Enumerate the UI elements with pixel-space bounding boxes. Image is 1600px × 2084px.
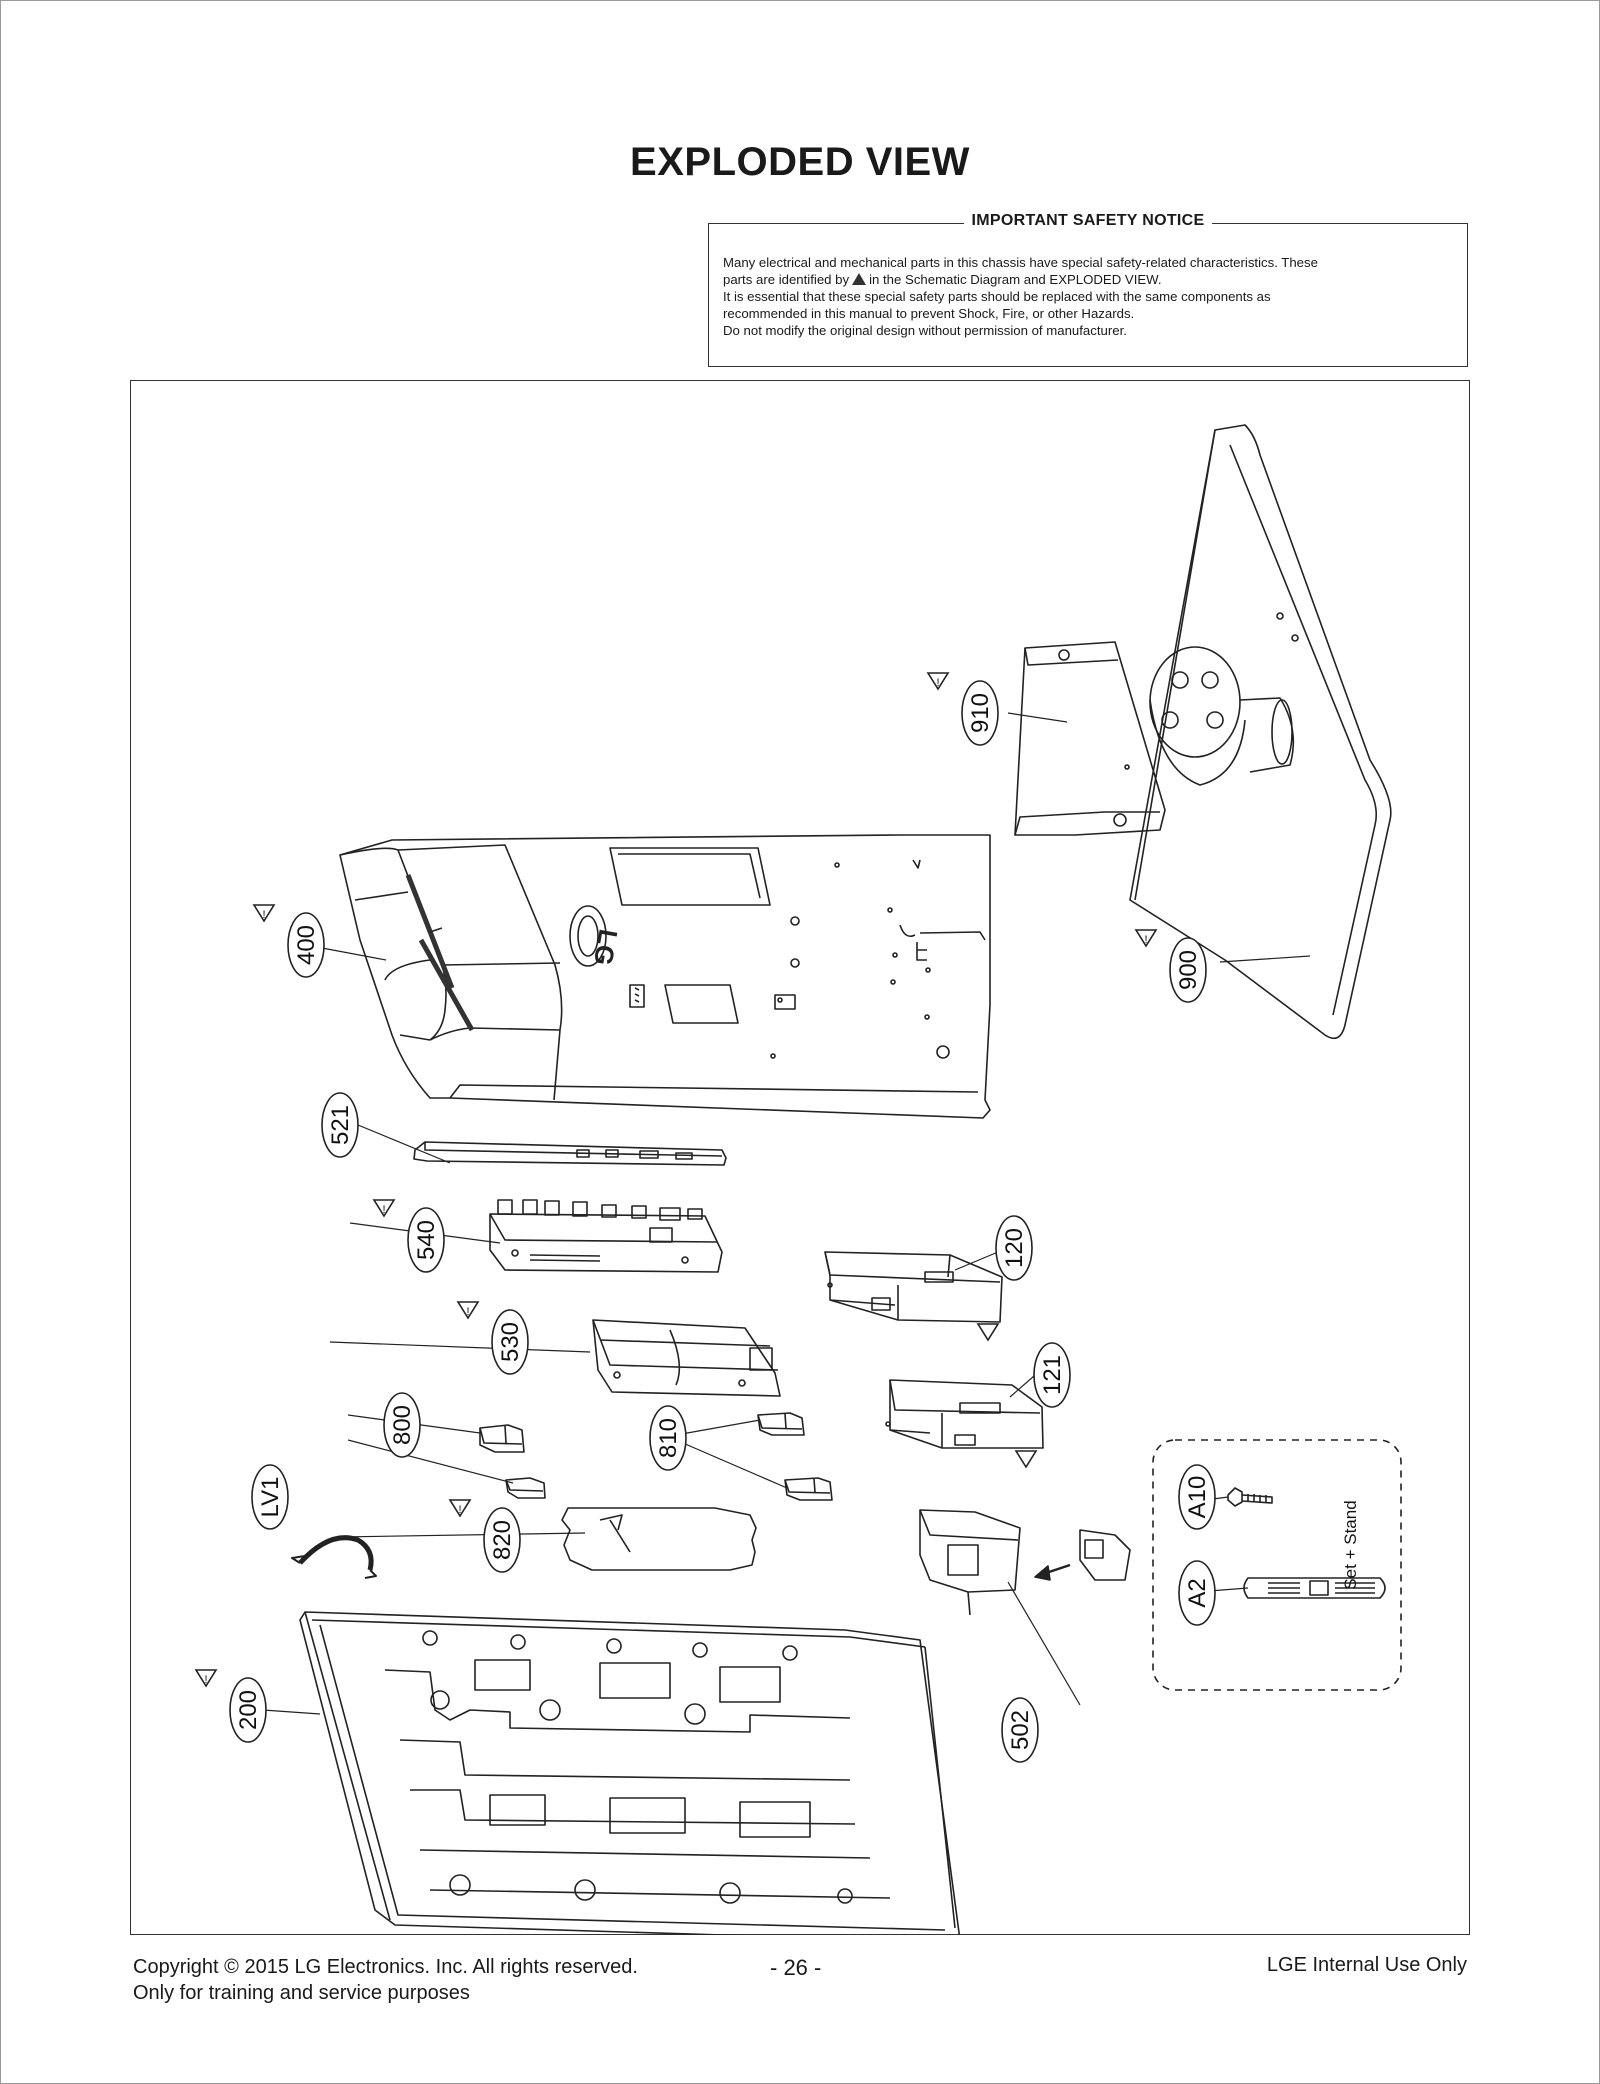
callout-200: 200 !	[194, 1669, 267, 1743]
page-title: EXPLODED VIEW	[630, 140, 970, 184]
callout-120-label: 120	[1001, 1228, 1028, 1268]
callout-lv1: LV1	[251, 1464, 289, 1530]
callout-502-label: 502	[1007, 1710, 1034, 1750]
remote-control-part	[1243, 1577, 1386, 1599]
safety-notice-heading-text: IMPORTANT SAFETY NOTICE	[963, 212, 1213, 229]
svg-text:!: !	[262, 909, 265, 921]
callout-910: 910 !	[926, 672, 999, 746]
callout-120: 120	[976, 1215, 1033, 1342]
callout-530: 530 !	[456, 1301, 529, 1375]
callout-lv1-label: LV1	[257, 1477, 284, 1518]
callout-521-label: 521	[327, 1105, 354, 1145]
callout-400: 400 !	[252, 904, 325, 978]
svg-text:!: !	[382, 1204, 385, 1216]
safety-notice: IMPORTANT SAFETY NOTICE Many electrical …	[708, 212, 1468, 367]
notice-line-1: Many electrical and mechanical parts in …	[723, 255, 1318, 270]
svg-text:!: !	[204, 1674, 207, 1686]
callout-900-label: 900	[1175, 950, 1202, 990]
av-jack-part	[919, 1509, 1131, 1616]
callout-810-label: 810	[655, 1418, 682, 1458]
power-board-part	[592, 1319, 781, 1397]
footer-internal-use: LGE Internal Use Only	[1266, 1954, 1467, 1976]
callout-121: 121	[1014, 1342, 1071, 1469]
stand-body-part	[1014, 641, 1295, 836]
callout-540-label: 540	[413, 1220, 440, 1260]
notice-line-2: parts are identified by in the Schematic …	[723, 271, 1453, 288]
callout-a2-label: A2	[1184, 1578, 1211, 1607]
notice-line-5: Do not modify the original design withou…	[723, 323, 1127, 338]
footer-copyright: Copyright © 2015 LG Electronics. Inc. Al…	[133, 1956, 638, 1978]
speaker-right-part	[824, 1251, 1003, 1323]
notice-line-2-post: in the Schematic Diagram and EXPLODED VI…	[869, 272, 1162, 287]
bracket-810-part	[757, 1412, 833, 1501]
callout-810: 810	[649, 1405, 687, 1471]
safety-notice-heading: IMPORTANT SAFETY NOTICE	[709, 212, 1467, 230]
callout-530-label: 530	[497, 1322, 524, 1362]
callout-502: 502	[1001, 1697, 1039, 1763]
speaker-left-part	[885, 1379, 1044, 1449]
callout-a10: A10	[1178, 1464, 1216, 1530]
back-cover-part	[339, 834, 991, 1119]
callout-820-label: 820	[489, 1520, 516, 1560]
embossed-lg-logo: LG	[588, 927, 624, 968]
main-board-part	[489, 1199, 723, 1273]
footer-copyright-block: Copyright © 2015 LG Electronics. Inc. Al…	[133, 1954, 638, 2006]
callout-800-label: 800	[389, 1405, 416, 1445]
accessory-box-label: Set + Stand	[1341, 1500, 1360, 1589]
notice-line-2-pre: parts are identified by	[723, 272, 850, 287]
safety-notice-body: Many electrical and mechanical parts in …	[723, 254, 1453, 339]
exploded-view-frame	[130, 380, 1470, 1935]
callout-521: 521	[321, 1092, 359, 1158]
callout-400-label: 400	[293, 925, 320, 965]
exploded-view-diagram: LG 910 ! 400 ! 900 ! 521 540 !	[194, 424, 1402, 1935]
main-board-bracket-part	[413, 1141, 727, 1166]
callout-a2: A2	[1178, 1560, 1216, 1626]
accessory-box	[1152, 1439, 1402, 1691]
insulator-sheet-part	[561, 1507, 757, 1571]
notice-line-4: recommended in this manual to prevent Sh…	[723, 306, 1135, 321]
footer-training: Only for training and service purposes	[133, 1982, 470, 2004]
callout-121-label: 121	[1039, 1355, 1066, 1395]
svg-text:!: !	[936, 677, 939, 689]
callout-910-label: 910	[967, 693, 994, 733]
callout-900: 900 !	[1134, 929, 1207, 1003]
insertion-arrow-head	[1034, 1565, 1051, 1581]
bracket-800-part	[479, 1424, 546, 1499]
svg-text:!: !	[458, 1504, 461, 1516]
notice-line-3: It is essential that these special safet…	[723, 289, 1271, 304]
callout-800: 800	[383, 1392, 421, 1458]
callout-200-label: 200	[235, 1690, 262, 1730]
svg-text:!: !	[1144, 934, 1147, 946]
svg-text:!: !	[466, 1306, 469, 1318]
callout-540: 540 !	[372, 1199, 445, 1273]
warning-triangle-icon	[852, 273, 867, 285]
callout-820: 820 !	[448, 1499, 521, 1573]
screw-part	[1227, 1487, 1273, 1507]
callout-a10-label: A10	[1184, 1476, 1211, 1519]
lvds-cable-part	[291, 1535, 377, 1579]
lcd-panel-part	[299, 1611, 961, 1935]
stand-base-part	[1129, 424, 1392, 1040]
page-number: - 26 -	[770, 1955, 822, 1980]
